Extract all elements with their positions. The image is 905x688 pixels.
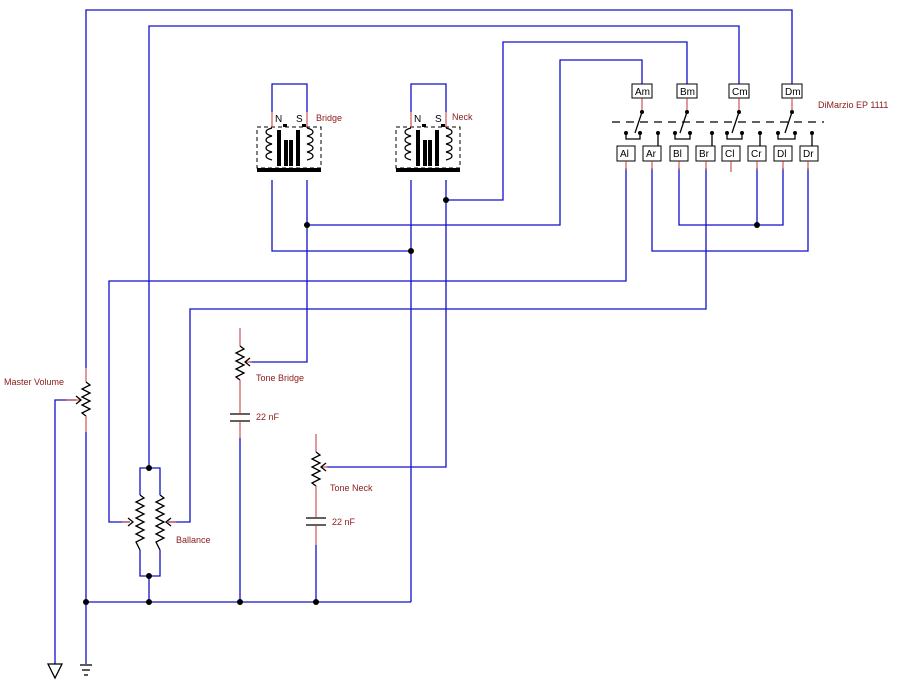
tone-bridge-label: Tone Bridge bbox=[256, 373, 304, 383]
junction-dot bbox=[146, 465, 152, 471]
tone-bridge-resistor bbox=[234, 345, 246, 381]
switch-label-dl: Dl bbox=[777, 149, 786, 160]
wire-ar-dr bbox=[651, 168, 809, 252]
cap-neck-label: 22 nF bbox=[332, 517, 356, 527]
switch-internal-links bbox=[625, 133, 813, 146]
neck-magnet bbox=[416, 130, 439, 166]
switch-label-br: Br bbox=[699, 149, 710, 160]
wire-neck-s-down bbox=[326, 180, 447, 468]
junction-dot bbox=[754, 222, 760, 228]
wire-neck-loop bbox=[410, 83, 447, 112]
ballance-label: Ballance bbox=[176, 535, 211, 545]
bridge-coil-right bbox=[306, 127, 314, 161]
neck-pin-s-marker bbox=[441, 124, 445, 127]
ground-symbols bbox=[46, 663, 92, 680]
bridge-pin-s-marker bbox=[302, 124, 306, 127]
wire-bridge-s-to-am bbox=[307, 59, 643, 226]
wire-al-to-ballance bbox=[108, 168, 627, 523]
tone-neck-wiper-arrow bbox=[319, 462, 327, 472]
tone-bridge-wiper-arrow bbox=[243, 357, 251, 367]
switch-internal-link bbox=[674, 133, 691, 140]
switch-label-ar: Ar bbox=[646, 149, 657, 160]
wire-bl-cr-dl bbox=[678, 168, 784, 226]
switch-lever bbox=[784, 111, 793, 134]
junction-dot bbox=[304, 222, 310, 228]
switch-terminal-box bbox=[799, 145, 819, 162]
ballance-wiper-arrow-left bbox=[127, 517, 135, 527]
tone-neck-label: Tone Neck bbox=[330, 483, 373, 493]
master-volume-label: Master Volume bbox=[4, 377, 64, 387]
wire-neck-s-to-bm bbox=[446, 41, 688, 201]
junction-dot bbox=[408, 248, 414, 254]
bridge-label: Bridge bbox=[316, 113, 342, 123]
wire-ballance-top bbox=[139, 467, 161, 495]
junction-dot bbox=[146, 573, 152, 579]
master-volume-pot: Master Volume bbox=[4, 368, 92, 432]
switch-label-cl: Cl bbox=[725, 149, 734, 160]
wire-ballance-bottom bbox=[139, 550, 161, 577]
ballance-resistor-left bbox=[134, 494, 146, 551]
bridge-pin-n-label: N bbox=[275, 114, 282, 125]
junction-dot bbox=[313, 599, 319, 605]
bridge-pin-s-label: S bbox=[296, 114, 303, 125]
bridge-pickup: N S Bridge bbox=[256, 112, 342, 172]
tone-neck: Tone Neck 22 nF bbox=[306, 434, 373, 545]
neck-coil-left bbox=[404, 127, 412, 161]
ballance-pot: Ballance bbox=[122, 494, 211, 551]
junction-dot bbox=[83, 599, 89, 605]
bridge-magnet bbox=[277, 130, 300, 166]
switch-label-al: Al bbox=[620, 149, 629, 160]
switch-label-dm: Dm bbox=[785, 87, 801, 98]
switch-common-dm: Dm bbox=[781, 83, 803, 134]
wire-bridge-loop bbox=[271, 83, 308, 112]
junction-dot bbox=[443, 197, 449, 203]
wire-bridge-s-down bbox=[250, 180, 308, 363]
neck-label: Neck bbox=[452, 112, 473, 122]
switch-terminals: Al Ar Bl Br Cl Cr Dl Dr bbox=[616, 145, 819, 172]
tone-neck-resistor bbox=[310, 451, 322, 487]
neck-coil-right bbox=[445, 127, 453, 161]
neck-pin-s-label: S bbox=[435, 114, 442, 125]
cap-bridge-label: 22 nF bbox=[256, 412, 280, 422]
switch-common-bm: Bm bbox=[676, 83, 698, 134]
switch-label-cr: Cr bbox=[751, 149, 762, 160]
junction-dot bbox=[146, 599, 152, 605]
ballance-resistor-right bbox=[154, 494, 166, 551]
output-ground-icon bbox=[46, 663, 64, 680]
wires bbox=[54, 9, 809, 664]
ballance-wiper-arrow-right bbox=[164, 517, 172, 527]
switch-internal-link bbox=[625, 133, 641, 140]
neck-pickup: N S Neck bbox=[395, 112, 473, 172]
master-volume-resistor bbox=[80, 381, 92, 417]
neck-pin-n-marker bbox=[422, 124, 426, 127]
switch-label-dr: Dr bbox=[803, 149, 814, 160]
wire-bridge-n-down bbox=[271, 180, 411, 252]
junctions bbox=[83, 197, 760, 605]
wire-master-to-dm bbox=[85, 9, 793, 368]
switch-common-am: Am bbox=[631, 83, 653, 134]
switch-label-cm: Cm bbox=[732, 87, 748, 98]
switch-label-am: Am bbox=[635, 87, 650, 98]
switch-label-bl: Bl bbox=[673, 149, 682, 160]
switch-label-bm: Bm bbox=[680, 87, 695, 98]
switch-lever bbox=[634, 111, 643, 134]
bridge-coil-left bbox=[265, 127, 273, 161]
ground-icon bbox=[80, 664, 92, 676]
junction-dot bbox=[237, 599, 243, 605]
switch-label: DiMarzio EP 1111 bbox=[818, 100, 888, 110]
wire-output bbox=[54, 399, 76, 664]
wire-br-to-ballance bbox=[168, 168, 707, 523]
wire-ballance-to-cm bbox=[148, 25, 740, 468]
master-volume-wiper-arrow bbox=[75, 395, 83, 405]
neck-pin-n-label: N bbox=[414, 114, 421, 125]
bridge-pin-n-marker bbox=[283, 124, 287, 127]
tone-bridge: Tone Bridge 22 nF bbox=[230, 328, 304, 438]
switch-common-cm: Cm bbox=[728, 83, 750, 134]
switch-lever bbox=[731, 111, 740, 134]
dimarzio-switch: Am Bm Cm Dm DiMarzio EP 111 bbox=[612, 83, 888, 172]
switch-internal-link bbox=[726, 133, 743, 140]
switch-internal-link bbox=[777, 133, 796, 140]
